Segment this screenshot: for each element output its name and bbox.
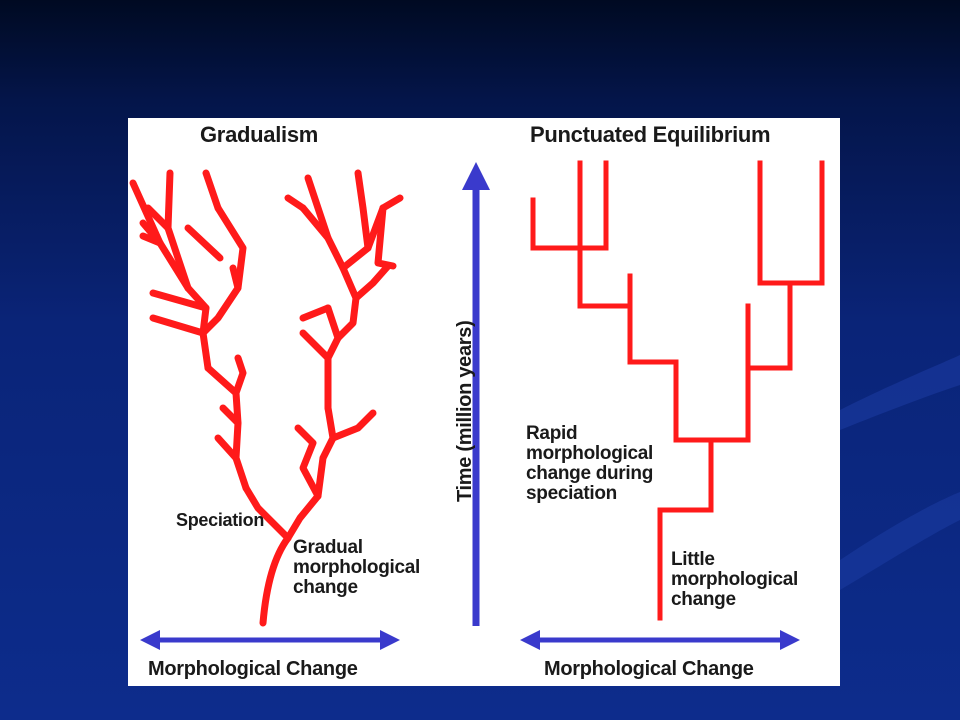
punctuated-axis-label: Morphological Change [544,658,754,680]
punctuated-tree [530,160,825,621]
rapid-change-note: Rapid morphological change during specia… [526,423,653,504]
time-axis-label: Time (million years) [454,320,476,502]
gradualism-axis-label: Morphological Change [148,658,358,680]
gradual-change-note: Gradual morphological change [293,537,420,598]
punctuated-title: Punctuated Equilibrium [530,122,771,147]
speciation-label: Speciation [176,510,265,530]
gradualism-tree [129,169,404,627]
gradualism-title: Gradualism [200,122,319,147]
diagram-panel: Gradualism Speciation Gradual morphologi… [128,118,840,686]
little-change-note: Little morphological change [671,549,798,610]
